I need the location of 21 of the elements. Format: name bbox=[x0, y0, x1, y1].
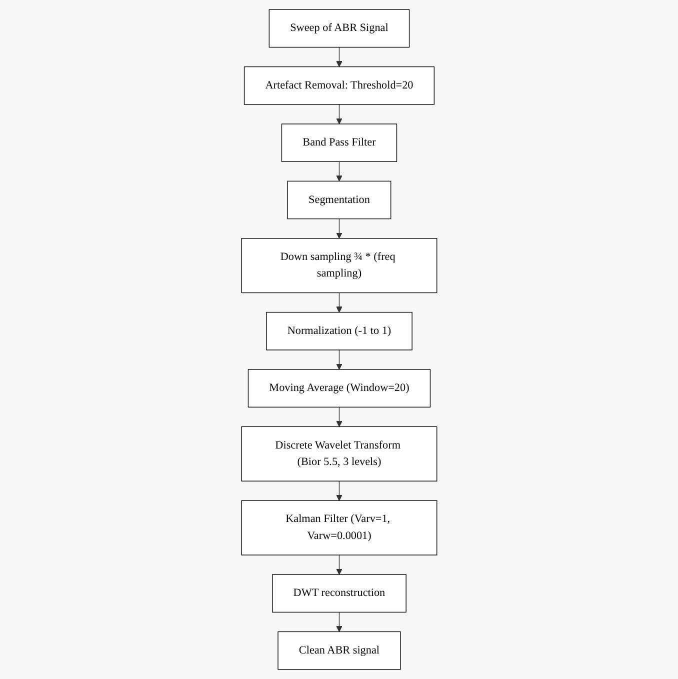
arrow bbox=[336, 350, 342, 370]
arrow bbox=[336, 612, 342, 632]
arrow bbox=[336, 104, 342, 124]
arrow bbox=[336, 480, 342, 501]
node-box: Clean ABR signal bbox=[277, 631, 401, 670]
arrow bbox=[336, 161, 342, 182]
node-box: Segmentation bbox=[287, 180, 391, 220]
arrow bbox=[336, 218, 342, 239]
node-box: Artefact Removal: Threshold=20 bbox=[244, 66, 434, 105]
node-box: Sweep of ABR Signal bbox=[268, 9, 410, 48]
arrow bbox=[336, 554, 342, 575]
node-box: Kalman Filter (Varv=1, Varw=0.0001) bbox=[241, 500, 437, 556]
arrow bbox=[336, 292, 342, 313]
node-box: DWT reconstruction bbox=[272, 574, 406, 613]
arrow bbox=[336, 406, 342, 427]
node-box: Discrete Wavelet Transform (Bior 5.5, 3 levels) bbox=[241, 426, 437, 482]
node-box: Normalization (-1 to 1) bbox=[266, 312, 412, 350]
node-box: Band Pass Filter bbox=[281, 124, 397, 162]
arrow bbox=[336, 46, 342, 68]
node-box: Down sampling ¾ * (freq sampling) bbox=[241, 238, 437, 294]
node-box: Moving Average (Window=20) bbox=[248, 369, 430, 408]
